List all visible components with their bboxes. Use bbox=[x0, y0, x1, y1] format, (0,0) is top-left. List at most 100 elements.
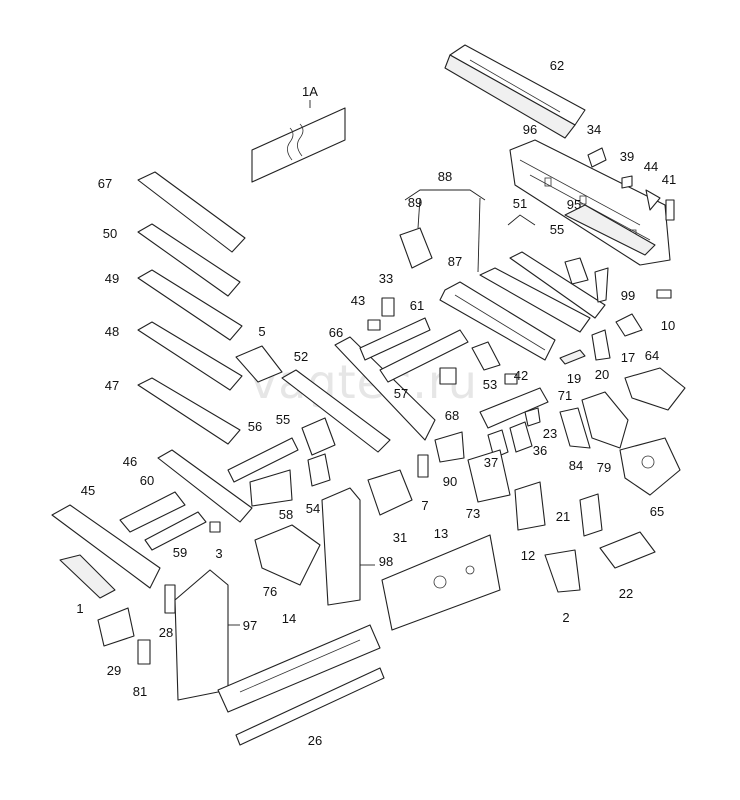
part-14-rocker bbox=[217, 624, 381, 713]
callout-57: 57 bbox=[394, 386, 408, 401]
part-65-plate bbox=[619, 437, 681, 496]
part-22-bracket bbox=[599, 531, 656, 569]
part-66-member bbox=[334, 336, 436, 441]
part-76-box bbox=[254, 524, 321, 586]
callout-34: 34 bbox=[587, 122, 601, 137]
part-49-member bbox=[137, 269, 243, 341]
part-12-plate bbox=[514, 481, 546, 531]
part-47-member bbox=[137, 377, 241, 445]
callout-7: 7 bbox=[421, 498, 428, 513]
callout-28: 28 bbox=[159, 625, 173, 640]
callout-5: 5 bbox=[258, 324, 265, 339]
callout-43: 43 bbox=[351, 293, 365, 308]
part-42-clip bbox=[504, 373, 518, 385]
part-98-pillar bbox=[321, 487, 361, 606]
part-3-clip bbox=[209, 521, 221, 533]
part-59-grill bbox=[144, 511, 207, 551]
callout-58: 58 bbox=[279, 507, 293, 522]
part-64-mount bbox=[624, 367, 686, 411]
part-55-bracket-upper bbox=[564, 257, 589, 285]
part-55-bracket-lower bbox=[301, 417, 336, 456]
callout-10: 10 bbox=[661, 318, 675, 333]
callout-22: 22 bbox=[619, 586, 633, 601]
part-31-bracket bbox=[367, 469, 413, 516]
callout-26: 26 bbox=[308, 733, 322, 748]
callout-51: 51 bbox=[513, 196, 527, 211]
callout-73: 73 bbox=[466, 506, 480, 521]
callout-33: 33 bbox=[379, 271, 393, 286]
part-58-bracket bbox=[249, 469, 293, 507]
part-51-long-member bbox=[479, 251, 606, 333]
part-34-bracket bbox=[587, 147, 607, 168]
part-62-rail bbox=[444, 44, 586, 139]
part-61-rail bbox=[359, 317, 431, 361]
callout-1a: 1A bbox=[302, 84, 318, 99]
callout-49: 49 bbox=[105, 271, 119, 286]
callout-36: 36 bbox=[533, 443, 547, 458]
callout-88: 88 bbox=[438, 169, 452, 184]
callout-55: 55 bbox=[550, 222, 564, 237]
part-57-member bbox=[379, 329, 469, 383]
part-52-member bbox=[281, 369, 391, 453]
callout-62: 62 bbox=[550, 58, 564, 73]
part-43-clip bbox=[367, 319, 381, 331]
part-17-bracket bbox=[615, 313, 643, 337]
part-54-bracket bbox=[307, 453, 331, 487]
part-10-pin bbox=[656, 289, 672, 299]
callout-13: 13 bbox=[434, 526, 448, 541]
callout-97: 97 bbox=[243, 618, 257, 633]
callout-61: 61 bbox=[410, 298, 424, 313]
callout-76: 76 bbox=[263, 584, 277, 599]
part-60-grill bbox=[119, 491, 186, 533]
part-97-pillar bbox=[174, 569, 229, 701]
part-26-sill bbox=[235, 667, 385, 746]
callout-47: 47 bbox=[105, 378, 119, 393]
callout-84: 84 bbox=[569, 458, 583, 473]
callout-14: 14 bbox=[282, 611, 296, 626]
part-90-bracket bbox=[434, 431, 465, 463]
callout-41: 41 bbox=[662, 172, 676, 187]
callout-19: 19 bbox=[567, 371, 581, 386]
part-71-bracket bbox=[479, 387, 549, 429]
callout-53: 53 bbox=[483, 377, 497, 392]
part-67-member bbox=[137, 171, 246, 253]
part-84-gusset bbox=[559, 407, 591, 449]
callout-20: 20 bbox=[595, 367, 609, 382]
part-99-brace bbox=[594, 267, 609, 303]
callout-37: 37 bbox=[484, 455, 498, 470]
part-44-plate bbox=[645, 189, 661, 211]
callout-21: 21 bbox=[556, 509, 570, 524]
callout-2: 2 bbox=[562, 610, 569, 625]
callout-3: 3 bbox=[215, 546, 222, 561]
part-39-clip bbox=[621, 175, 633, 189]
callout-46: 46 bbox=[123, 454, 137, 469]
part-87-long-member bbox=[439, 281, 556, 361]
callout-54: 54 bbox=[306, 501, 320, 516]
part-36-37-23-brackets bbox=[487, 407, 541, 459]
part-73-bracket bbox=[467, 449, 511, 503]
part-13-panel bbox=[381, 534, 501, 631]
callout-48: 48 bbox=[105, 324, 119, 339]
callout-52: 52 bbox=[294, 349, 308, 364]
part-79-box bbox=[581, 391, 629, 449]
part-19-plate bbox=[559, 349, 586, 365]
part-1a-sheet bbox=[251, 107, 346, 183]
part-21-bracket bbox=[579, 493, 603, 537]
leader-51-bracket bbox=[507, 214, 536, 226]
callout-96: 96 bbox=[523, 122, 537, 137]
callout-67: 67 bbox=[98, 176, 112, 191]
callout-89: 89 bbox=[408, 195, 422, 210]
leader-88-to-87 bbox=[477, 197, 481, 273]
callout-81: 81 bbox=[133, 684, 147, 699]
part-5-bracket bbox=[235, 345, 283, 383]
callout-95: 95 bbox=[567, 197, 581, 212]
callout-87: 87 bbox=[448, 254, 462, 269]
part-2-plate bbox=[544, 549, 581, 593]
callout-60: 60 bbox=[140, 473, 154, 488]
part-89-bracket bbox=[399, 227, 433, 269]
callout-98: 98 bbox=[379, 554, 393, 569]
callout-90: 90 bbox=[443, 474, 457, 489]
callout-64: 64 bbox=[645, 348, 659, 363]
